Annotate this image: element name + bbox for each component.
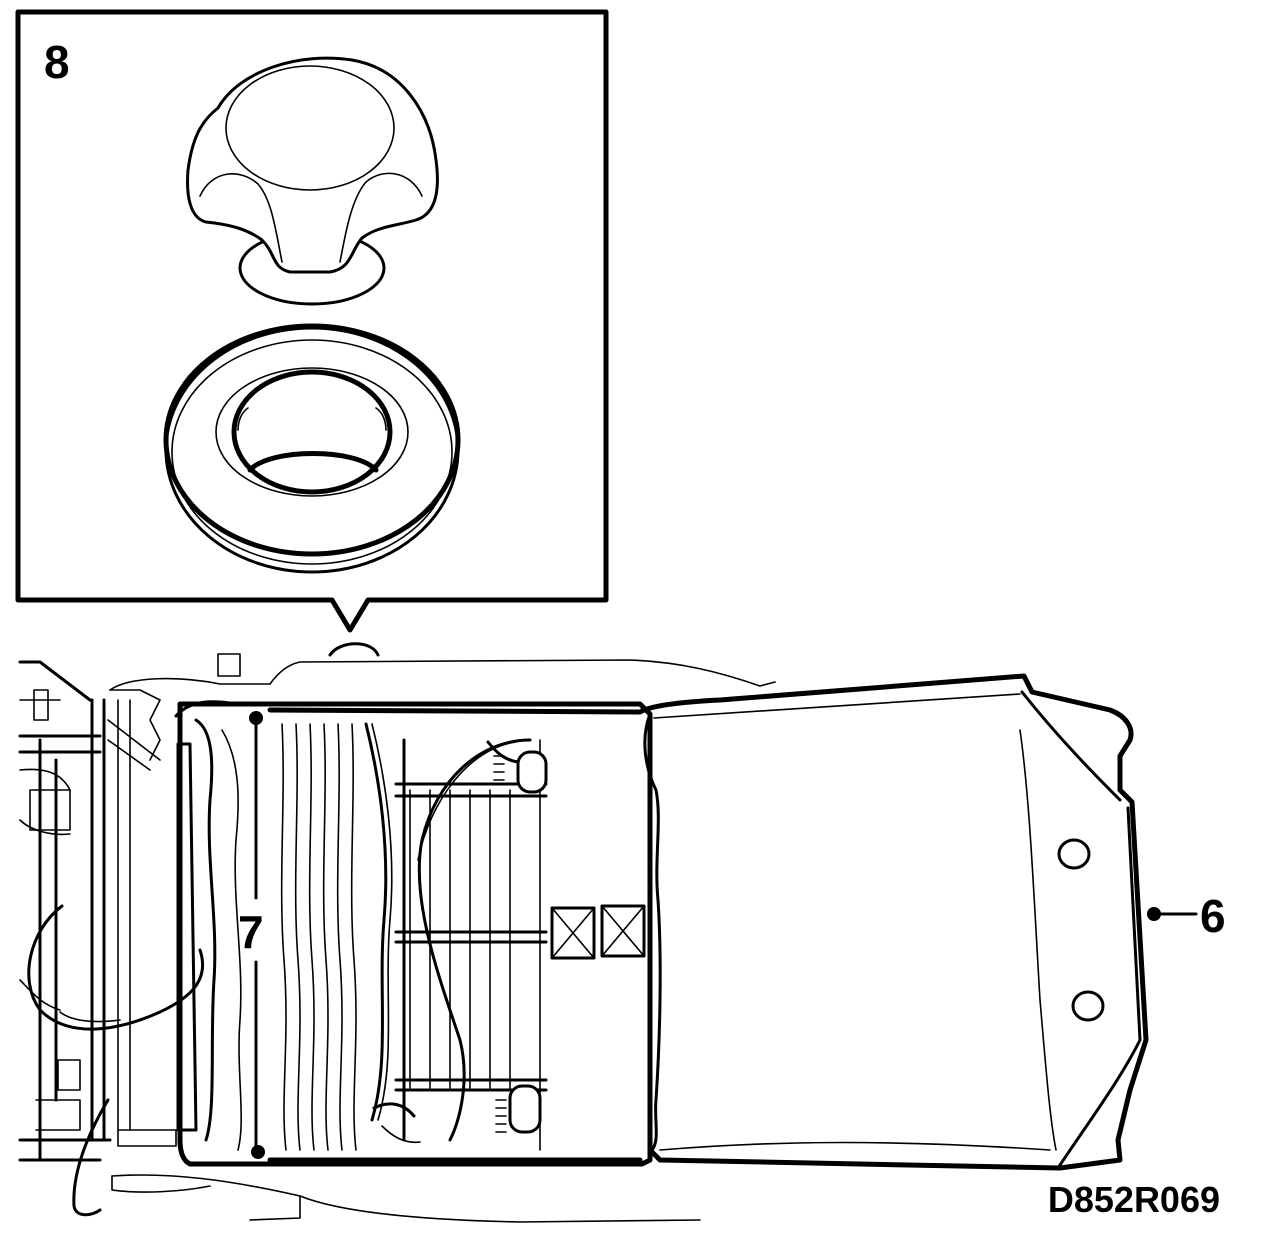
callout-7: 7 [238,711,265,1159]
seat-cover [637,673,1149,1171]
callout-6: 6 [1147,890,1226,942]
clip-markers [550,904,646,960]
callout-label-7: 7 [238,906,264,958]
spring-grid [372,738,548,1151]
seat-cushion-icon [18,642,1149,1223]
callout-label-6: 6 [1200,890,1226,942]
reference-code: D852R069 [1048,1179,1220,1220]
callout-label-8: 8 [44,36,70,88]
grommet-icon [163,323,461,574]
cushion-pleats [280,722,393,1151]
inset-detail: 8 [15,9,609,633]
knob-icon [186,56,439,306]
seat-frame-left [18,660,205,1217]
